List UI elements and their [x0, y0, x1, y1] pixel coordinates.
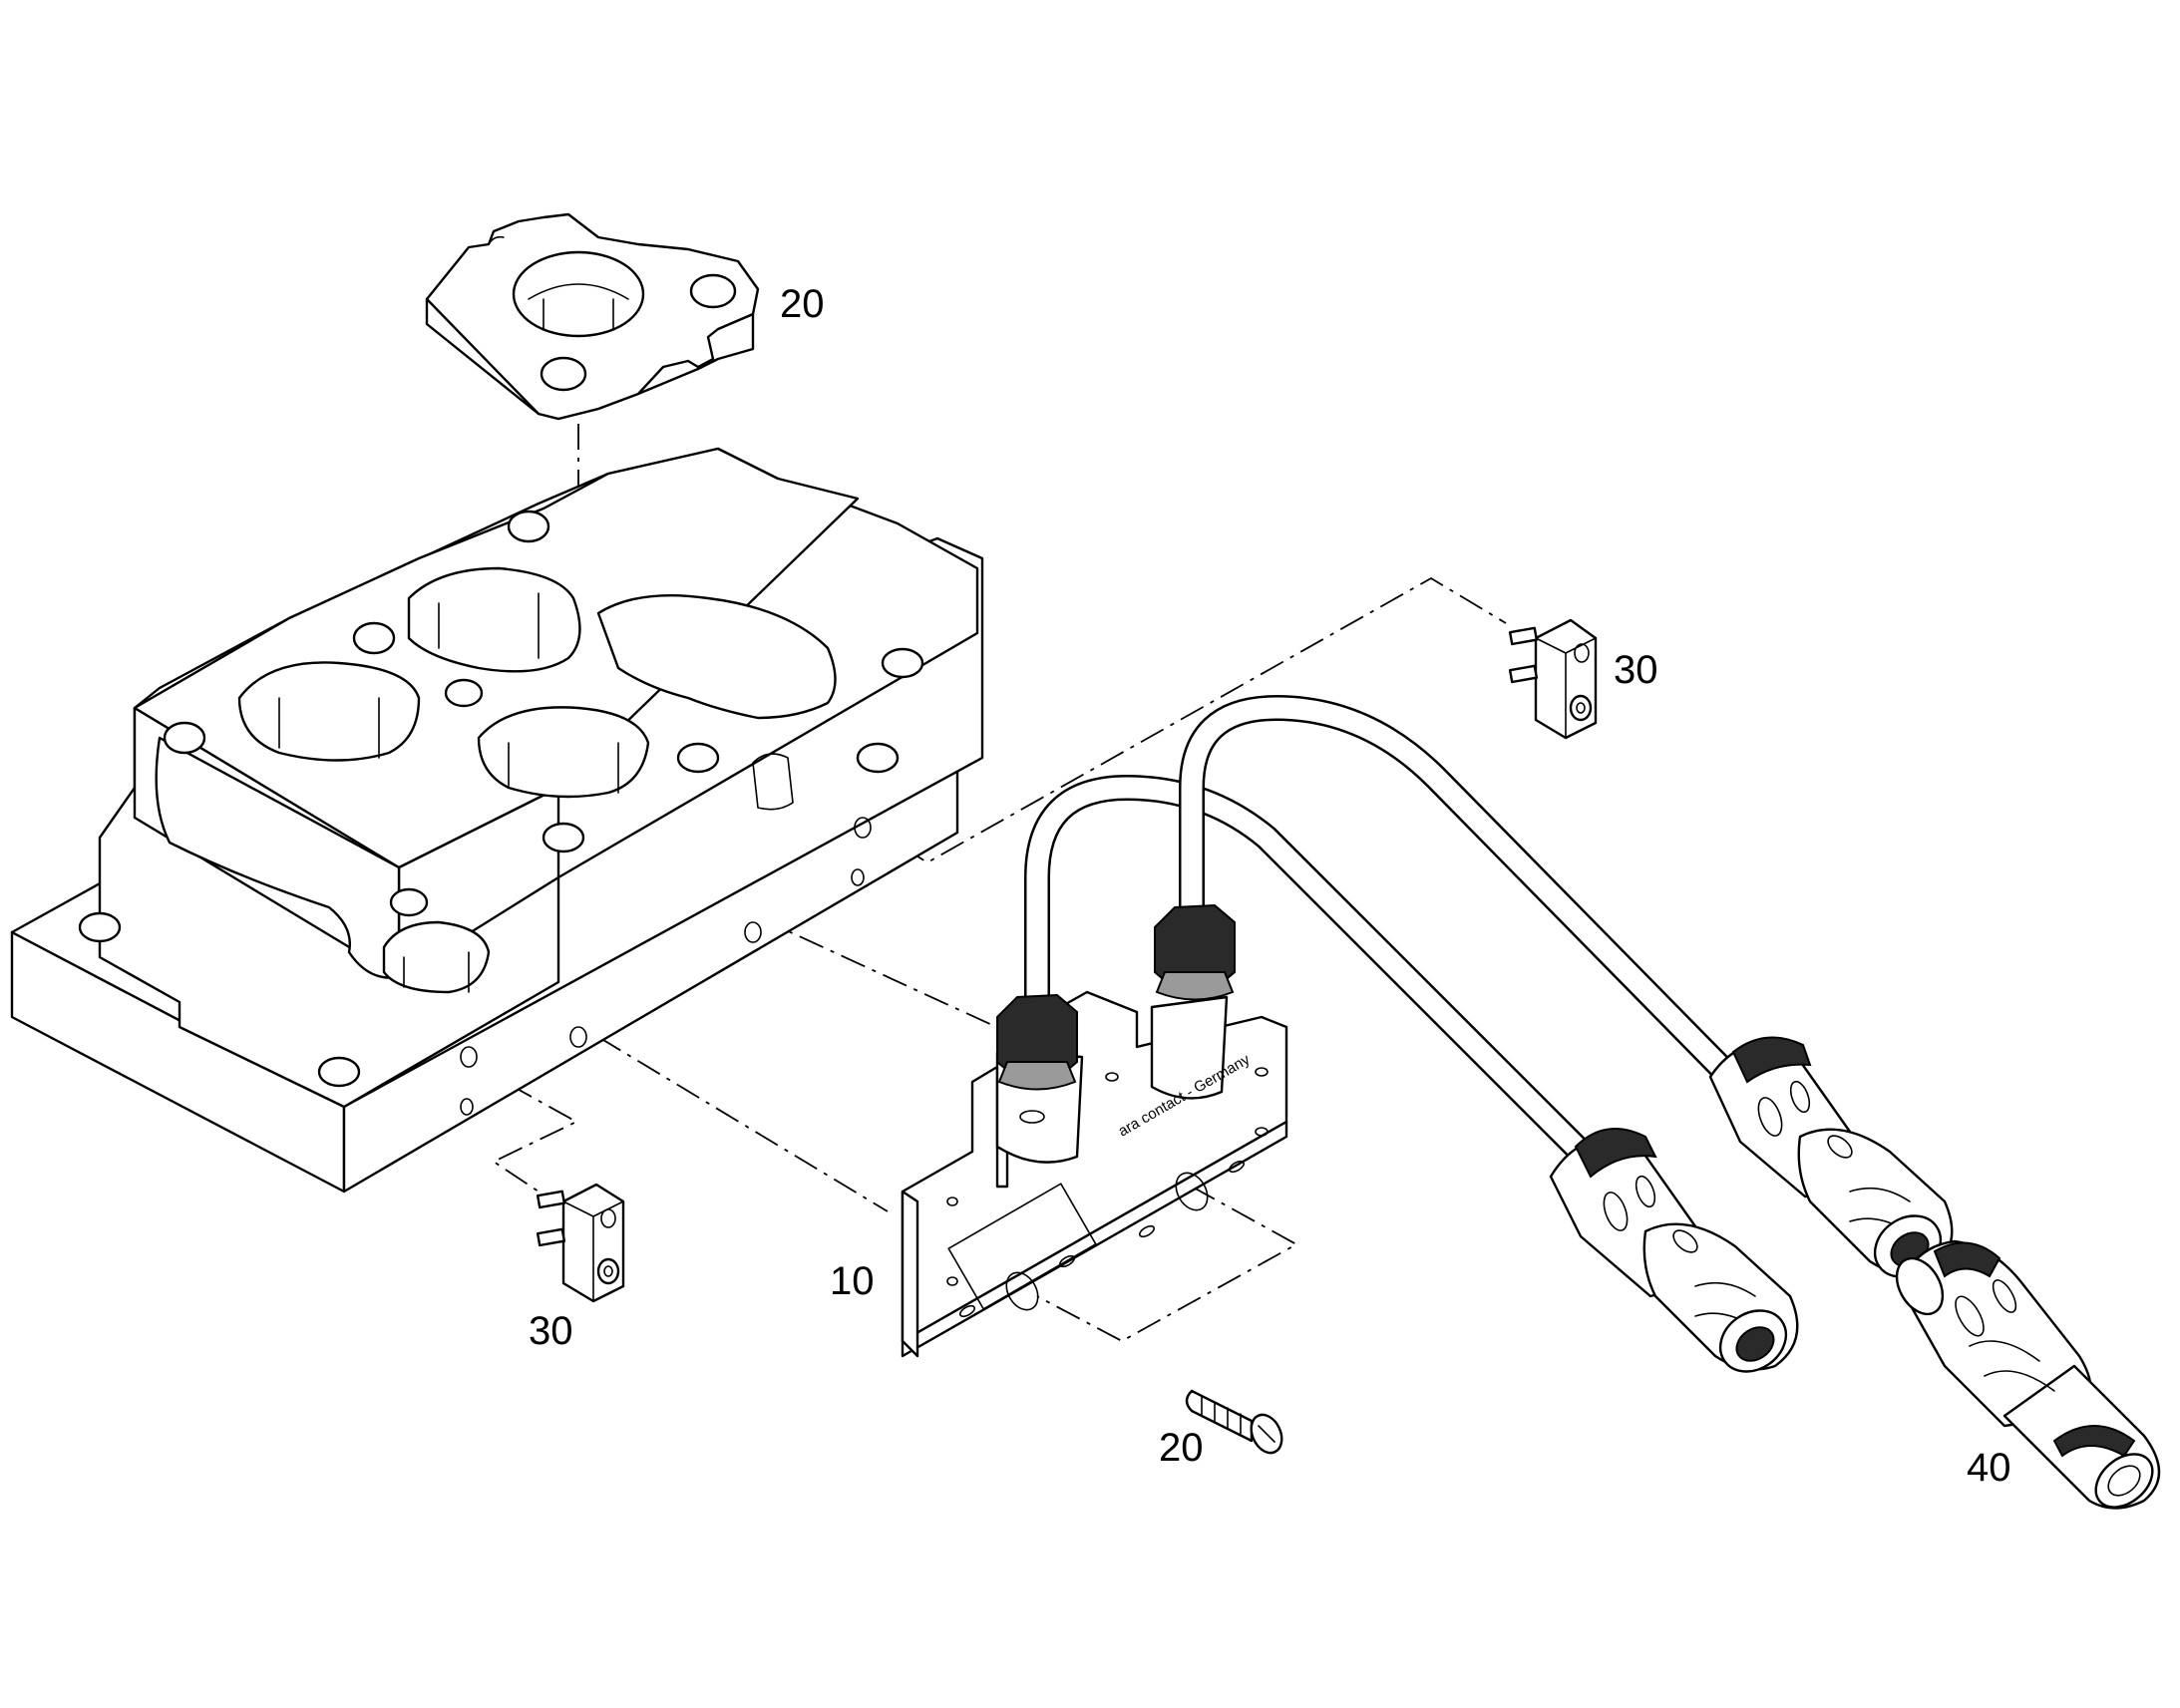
callout-flange: 20: [780, 282, 825, 326]
connector-head-1: [1549, 1128, 1799, 1373]
assembly-guide-lines: [468, 424, 1507, 1343]
screw: [1185, 1389, 1283, 1455]
callout-plug: 40: [1967, 1446, 2011, 1490]
callout-clamp-left: 30: [529, 1309, 573, 1353]
plug: [1895, 1239, 2161, 1510]
callout-clamp-right: 30: [1614, 648, 1658, 692]
connector-head-2: [1708, 1036, 1954, 1278]
clamp-left: [536, 1183, 625, 1303]
connector-plate: ara contact - Germany: [901, 903, 1288, 1358]
clamp-right: [1508, 618, 1598, 740]
callout-connector-plate: 10: [830, 1259, 875, 1303]
callout-screw: 20: [1159, 1426, 1204, 1470]
cables: [1024, 695, 1738, 1170]
flange-plate: [425, 212, 760, 421]
callouts: 20 30 30 10 20 40: [529, 282, 2011, 1490]
manifold-block: [10, 447, 984, 1194]
